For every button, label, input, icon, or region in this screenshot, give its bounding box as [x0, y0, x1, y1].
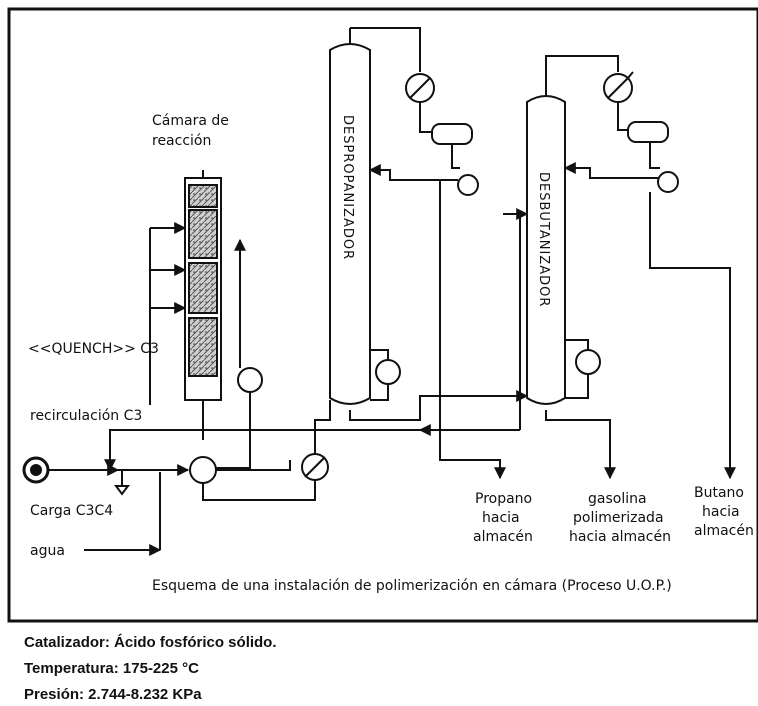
desbutanizador-label: DESBUTANIZADOR [536, 172, 551, 307]
propane-label: almacén [473, 529, 533, 545]
butane-label: almacén [694, 523, 754, 539]
feed-exchanger-icon [189, 456, 217, 484]
pump-icon [457, 174, 479, 196]
water-label: agua [30, 543, 65, 559]
butane-label: Butano [694, 485, 744, 501]
gasoline-label: polimerizada [573, 510, 664, 526]
reflux-drum [431, 123, 473, 145]
gasoline-label: gasolina [588, 491, 647, 507]
pump-icon [657, 171, 679, 193]
reaction-chamber-label: reacción [152, 133, 211, 149]
temperature-info: Temperatura: 175-225 °C [24, 660, 199, 677]
propane-label: hacia [482, 510, 520, 526]
gasoline-label: hacia almacén [569, 529, 671, 545]
propane-label: Propano [475, 491, 532, 507]
butane-label: hacia [702, 504, 740, 520]
despropanizador-label: DESPROPANIZADOR [340, 115, 355, 260]
pressure-info: Presión: 2.744-8.232 KPa [24, 686, 202, 703]
quench-label: <<QUENCH>> C3 [28, 341, 159, 357]
despropanizador-column [329, 28, 371, 405]
recirculation-label: recirculación C3 [30, 408, 142, 424]
reaction-chamber [184, 170, 222, 440]
reboiler-icon [375, 359, 401, 385]
feed-label: Carga C3C4 [30, 503, 113, 519]
heat-exchanger-icon [237, 367, 263, 393]
catalyst-info: Catalizador: Ácido fosfórico sólido. [24, 634, 277, 651]
diagram-frame [7, 7, 758, 623]
diagram-caption: Esquema de una instalación de polimeriza… [152, 578, 672, 594]
reboiler-icon [575, 349, 601, 375]
reaction-chamber-label: Cámara de [152, 113, 229, 129]
reflux-drum [627, 121, 669, 143]
